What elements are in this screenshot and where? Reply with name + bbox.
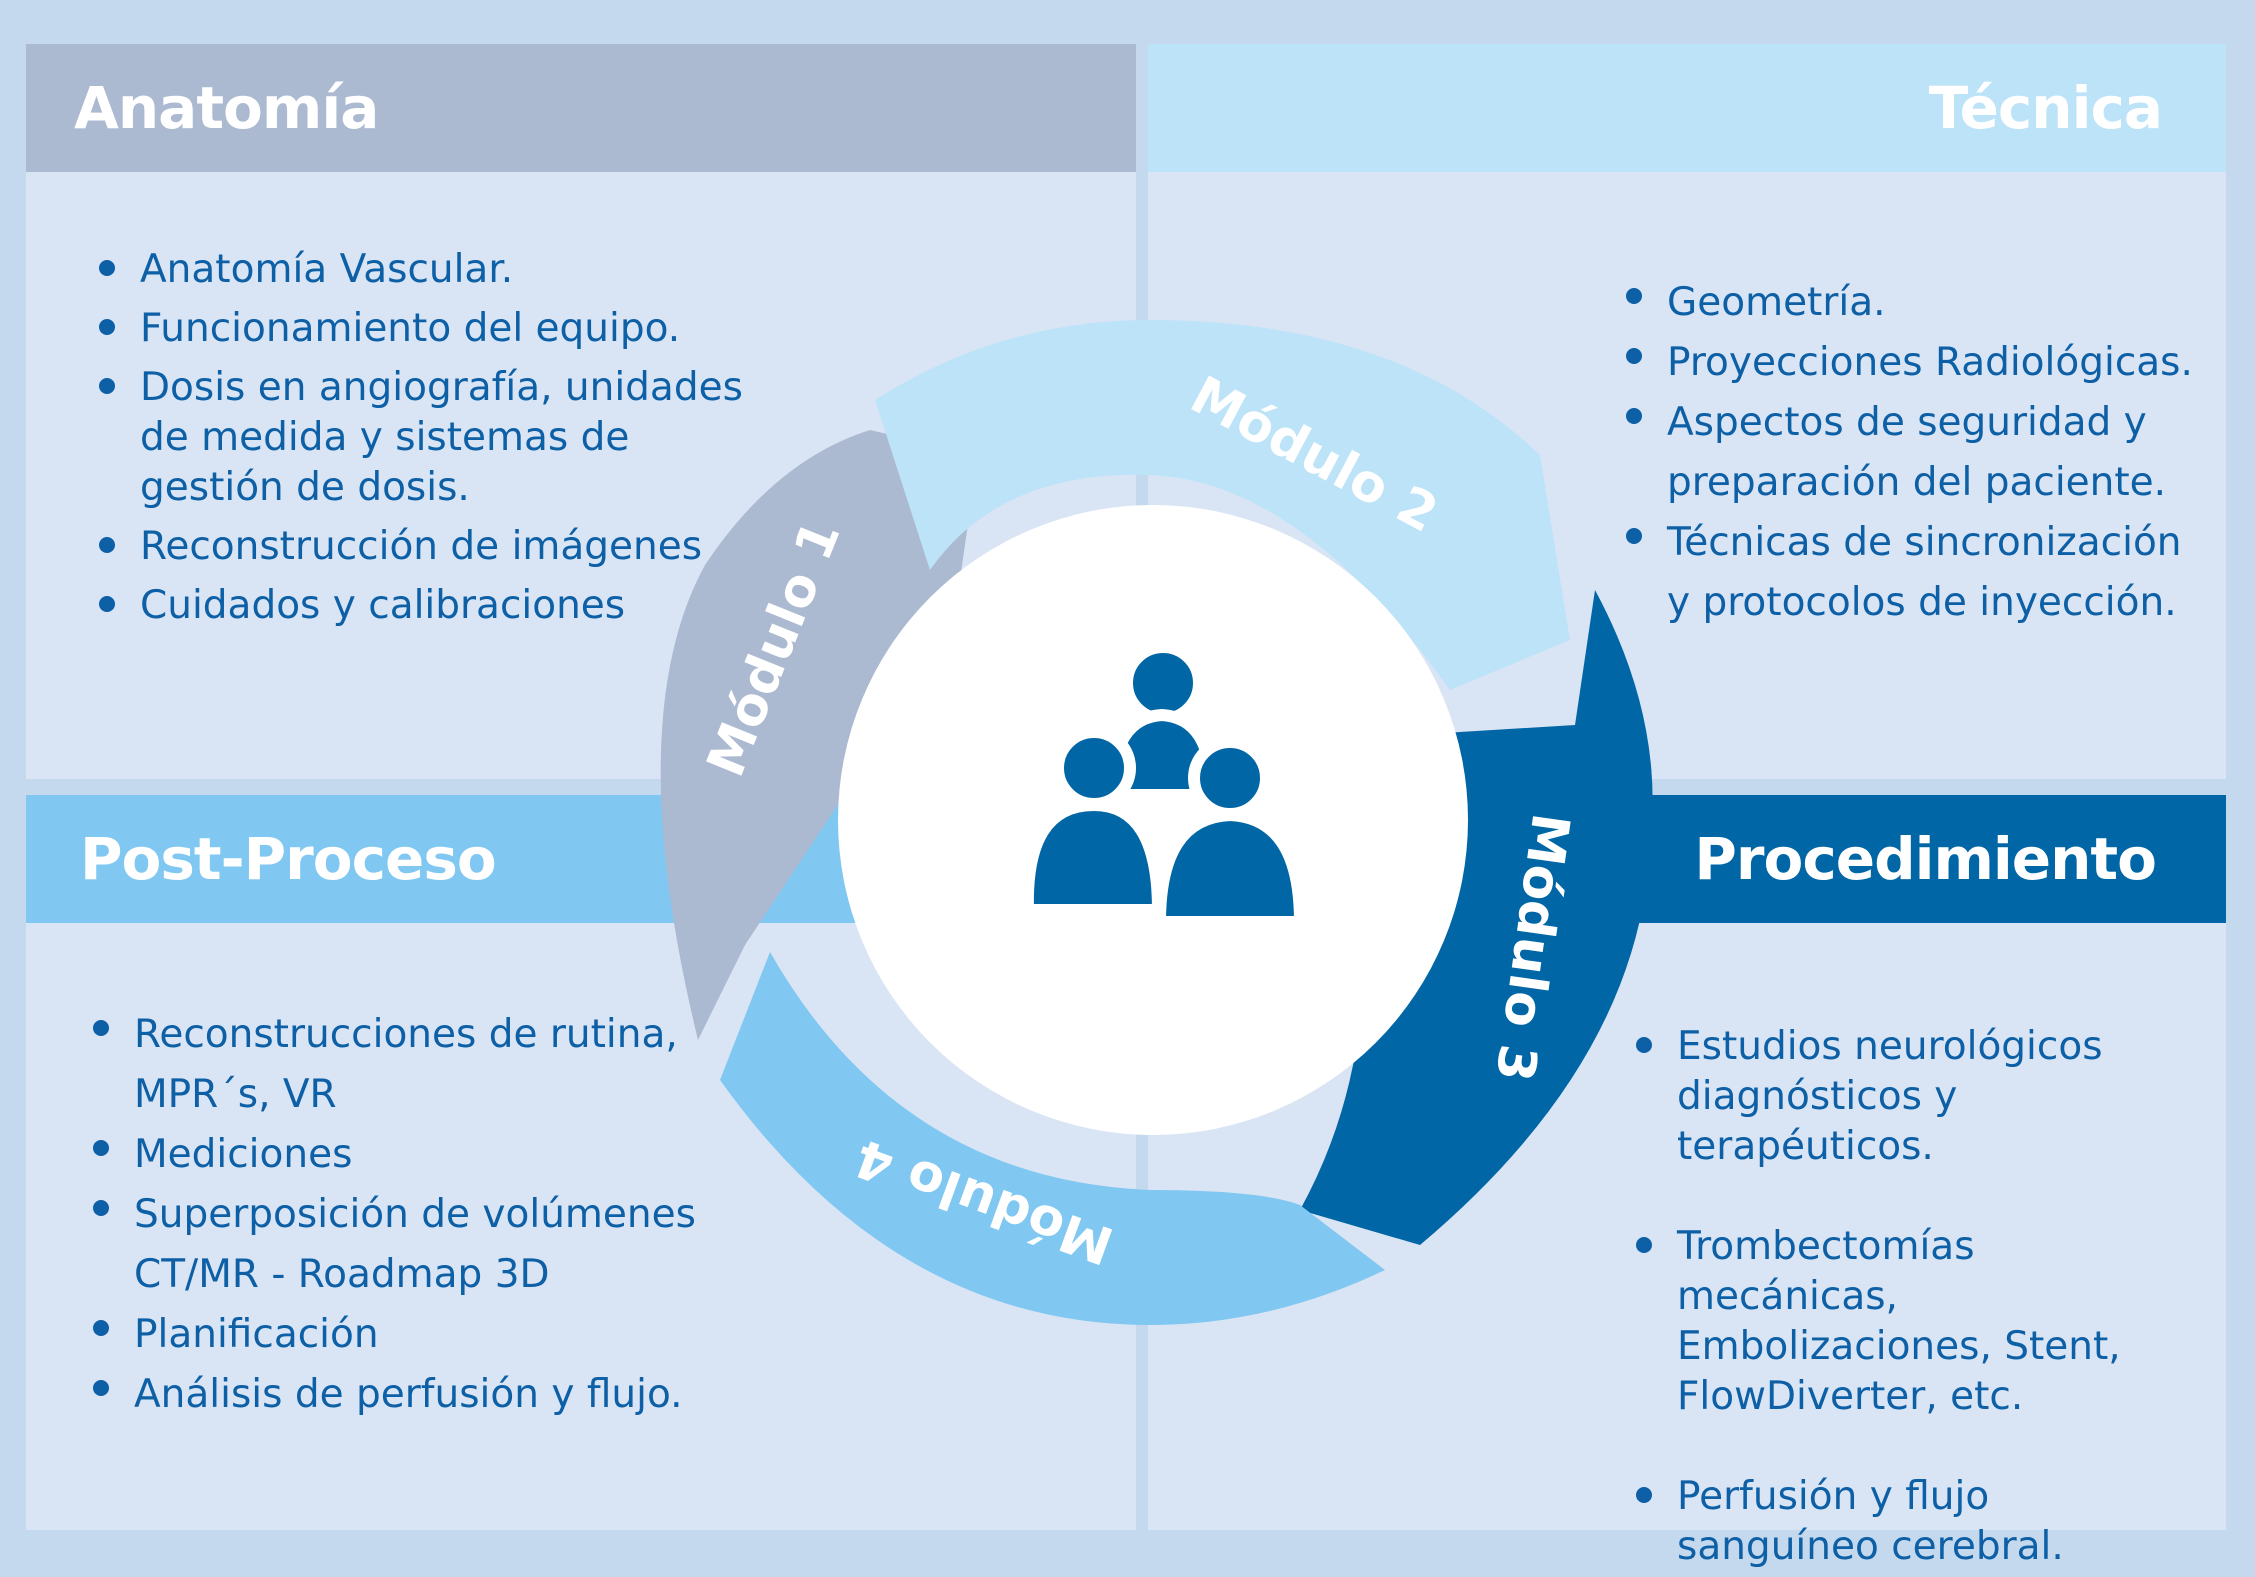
- anatomia-header: Anatomía: [26, 44, 1136, 172]
- list-item: Anatomía Vascular.: [96, 245, 776, 295]
- procedimiento-list: Estudios neurológicos diagnósticos y ter…: [1633, 1022, 2203, 1572]
- anatomia-list: Anatomía Vascular. Funcionamiento del eq…: [96, 245, 776, 631]
- list-item: Superposición de volúmenes CT/MR - Roadm…: [90, 1185, 710, 1305]
- list-item: Dosis en angiografía, unidades de medida…: [96, 363, 776, 513]
- list-item: Planificación: [90, 1305, 710, 1365]
- post-proceso-list: Reconstrucciones de rutina, MPR´s, VR Me…: [90, 1005, 710, 1425]
- list-item: Perfusión y flujo sanguíneo cerebral.: [1633, 1472, 2203, 1572]
- list-item: Aspectos de seguridad y preparación del …: [1623, 393, 2193, 513]
- post-proceso-title: Post-Proceso: [80, 825, 497, 893]
- list-item: Geometría.: [1623, 273, 2193, 333]
- list-item: Análisis de perfusión y flujo.: [90, 1365, 710, 1425]
- list-item: Técnicas de sincronización y protocolos …: [1623, 513, 2193, 633]
- list-item: Proyecciones Radiológicas.: [1623, 333, 2193, 393]
- anatomia-title: Anatomía: [74, 74, 379, 142]
- procedimiento-title: Procedimiento: [1694, 825, 2157, 893]
- list-item: Cuidados y calibraciones: [96, 581, 776, 631]
- people-group-icon: [1021, 641, 1307, 928]
- module-4-arrow: [720, 952, 1385, 1325]
- module-2-arrow: [875, 320, 1570, 690]
- list-item: Reconstrucción de imágenes: [96, 522, 776, 572]
- module-1-arrow: [660, 430, 978, 1040]
- list-item: Reconstrucciones de rutina, MPR´s, VR: [90, 1005, 710, 1125]
- tecnica-title: Técnica: [1928, 74, 2163, 142]
- list-item: Mediciones: [90, 1125, 710, 1185]
- list-item: Funcionamiento del equipo.: [96, 304, 776, 354]
- list-item: Estudios neurológicos diagnósticos y ter…: [1633, 1022, 2203, 1172]
- tecnica-header: Técnica: [1148, 44, 2226, 172]
- tecnica-list: Geometría. Proyecciones Radiológicas. As…: [1623, 273, 2193, 633]
- list-item: Trombectomías mecánicas, Embolizaciones,…: [1633, 1222, 2203, 1422]
- center-circle: [838, 505, 1468, 1135]
